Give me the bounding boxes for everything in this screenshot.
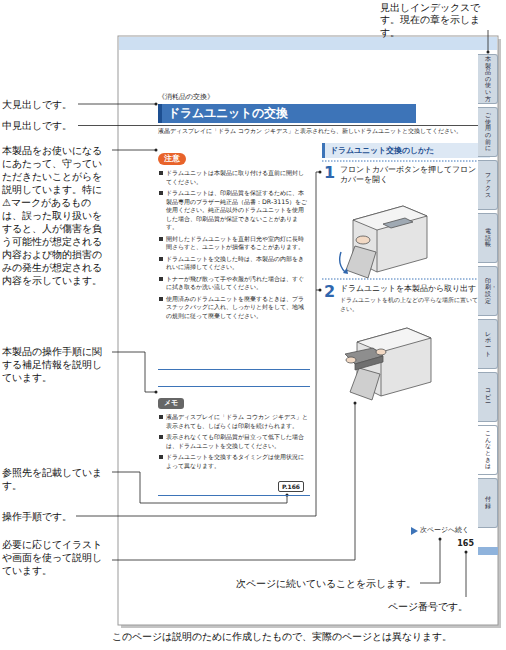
node-text: P.166 (282, 482, 300, 491)
chapter-tab: ご使用の前に (478, 107, 498, 157)
memo-box: メモ液晶ディスプレイに「ドラム コウカン ジキデス」と表示されても、しばらくは印… (158, 386, 310, 496)
node-text: ドラムユニット交換のしかた (325, 143, 490, 158)
node-text: 2 (324, 281, 335, 303)
reference-badge: P.166 (278, 481, 304, 492)
node-text: ドラムユニットの交換 (162, 104, 416, 123)
callout-note: 大見出しです。 (2, 98, 112, 111)
page-sheet (118, 36, 498, 625)
chapter-tab: 印刷・設定 (478, 266, 498, 316)
main-heading-band: ドラムユニットの交換 (158, 104, 416, 123)
chapter-tab: こんなときは (478, 425, 498, 475)
node-text: 本製品の使い方 (485, 56, 491, 102)
node-text: コピー (485, 387, 491, 407)
caution-box: 注意ドラムユニットは本製品に取り付ける直前に開封してください。ドラムユニットは、… (158, 144, 310, 370)
chapter-tab: レポート (478, 319, 498, 369)
node-text: ファクス (485, 172, 491, 198)
node-text: ドラムユニットを交換した時は、本製品の内部をきれいに清掃してください。 (158, 255, 308, 272)
callout-note: 必要に応じてイラストや画面を使って説明しています。 (2, 538, 110, 577)
callout-note: 中見出しです。 (2, 119, 112, 132)
chapter-tab: 本製品の使い方 (478, 54, 498, 104)
continue-arrow (411, 527, 418, 535)
sub-heading-band: ドラムユニット交換のしかた (322, 143, 490, 158)
callout-note: このページは説明のために作成したもので、実際のページとは異なります。 (112, 630, 502, 643)
callout-note: 操作手順です。 (2, 510, 112, 523)
header-strip (119, 37, 497, 50)
leader-dots (155, 51, 490, 554)
callout-note: 見出しインデックスです。現在の章を示します。 (380, 2, 498, 39)
node-text: 使用済みのドラムユニットを廃棄するときは、プラスチックバッグに入れ、しっかりと封… (158, 295, 308, 321)
node-text: 付録 (485, 496, 491, 509)
node-text: 液晶ディスプレイに「ドラム コウカン ジキデス」と表示されても、しばらくは印刷を… (158, 413, 308, 430)
node-text: ドラムユニットは本製品に取り付ける直前に開封してください。 (158, 169, 308, 186)
chapter-tab: 電話帳 (478, 213, 498, 263)
node-text: ご使用の前に (485, 112, 491, 152)
manual-page: 《消耗品の交換》液晶ディスプレイに「ドラム コウカン ジキデス」と表示されたら、… (118, 36, 498, 625)
section-tag: 《消耗品の交換》 (158, 93, 278, 102)
leader-lines (76, 30, 488, 597)
node-text: 印刷・設定 (485, 278, 491, 304)
node-text: フロントカバーボタンを押してフロントカバーを開く (322, 165, 490, 185)
node-text: メモ (158, 398, 184, 409)
callout-note: 次ページに続いていることを示します。 (236, 577, 422, 590)
printer-illustration (340, 206, 427, 278)
node-text: こんなときは (485, 430, 491, 470)
node-text: ドラムユニットを机の上などの平らな場所に置いてください。 (322, 296, 490, 313)
node-text: 1 (324, 162, 335, 184)
node-text: 電話帳 (485, 228, 491, 248)
callout-note: ページ番号です。 (388, 600, 468, 613)
node-text: ドラムユニットを交換するタイミングは使用状況によって異なります。 (158, 453, 308, 470)
node-text: ドラムユニットを本製品から取り出す (322, 284, 490, 294)
node-text: 開封したドラムユニットを直射日光や室内灯に長時間さらすと、ユニットが損傷すること… (158, 235, 308, 252)
continue-text: 次ページへ続く (420, 526, 476, 535)
page-bar (478, 547, 498, 555)
printer-illustration (345, 328, 431, 400)
chapter-tab: コピー (478, 372, 498, 422)
step-separator (322, 161, 490, 162)
page-number: 165 (448, 539, 474, 549)
intro-text: 液晶ディスプレイに「ドラム コウカン ジキデス」と表示されたら、新しいドラムユニ… (158, 128, 476, 135)
node-text: 注意 (158, 153, 186, 165)
callout-note: 本製品をお使いになるにあたって、守っていただきたいことがらを説明しています。特に… (2, 144, 110, 287)
chapter-tab: ファクス (478, 160, 498, 210)
node-text: 表示されなくても印刷品質が目立って低下した場合は、ドラムユニットを交換してくださ… (158, 433, 308, 450)
node-text: レポート (485, 331, 491, 357)
node-text: トナーが飛び散って手や衣服が汚れた場合は、すぐに拭き取るか洗い流してください。 (158, 275, 308, 292)
callout-note: 本製品の操作手順に関する補足情報を説明しています。 (2, 345, 110, 384)
step-block: 2ドラムユニットを本製品から取り出すドラムユニットを机の上などの平らな場所に置い… (322, 284, 490, 316)
step-separator (322, 279, 490, 280)
node-text: ドラムユニットは、印刷品質を保証するために、本製品専用のブラザー純正品（品番：D… (158, 189, 308, 232)
chapter-tab: 付録 (478, 478, 498, 528)
step-block: 1フロントカバーボタンを押してフロントカバーを開く (322, 165, 490, 193)
callout-note: 参照先を記載しています。 (2, 466, 110, 492)
